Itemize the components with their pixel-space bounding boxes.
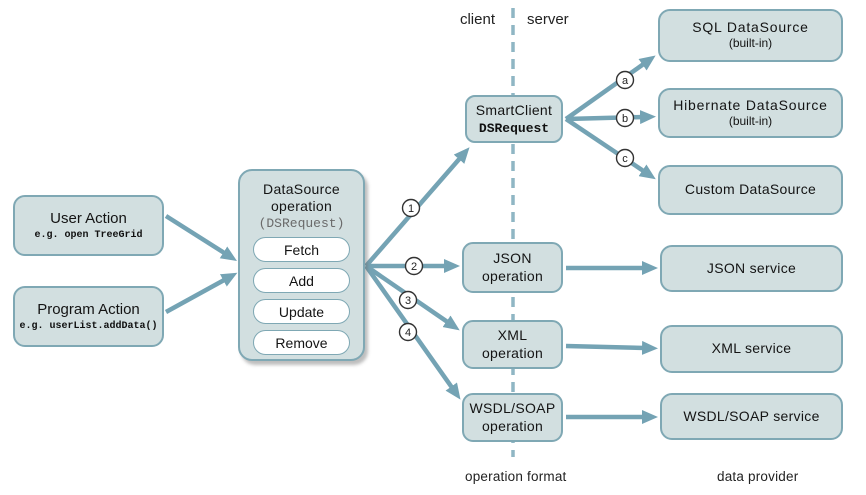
node-hibernate-datasource: Hibernate DataSource (built-in) — [658, 88, 843, 138]
node-code: DSRequest — [478, 120, 550, 136]
node-title: Custom DataSource — [684, 181, 817, 198]
node-title: JSON service — [706, 259, 797, 276]
node-wsdl-operation: WSDL/SOAP operation — [462, 393, 563, 442]
arrow-a-smartclient-to-sql — [564, 55, 656, 121]
node-example-code: e.g. userList.addData() — [19, 321, 158, 332]
badge-3-label: 3 — [405, 295, 411, 307]
node-title: Hibernate DataSource — [673, 96, 828, 113]
badge-b-circle — [615, 108, 635, 128]
node-subtitle: (built-in) — [728, 113, 773, 128]
operation-pill-add: Add — [253, 268, 350, 294]
badge-2-circle — [404, 256, 424, 276]
node-title: XML service — [711, 340, 792, 357]
node-code: (DSRequest) — [258, 216, 345, 232]
arrow-xml-operation-to-service — [565, 340, 658, 355]
badge-4-circle — [398, 322, 418, 342]
badge-1-circle — [401, 198, 421, 218]
node-title: JSON operation — [481, 250, 544, 284]
node-smartclient-dsrequest: SmartClient DSRequest — [465, 95, 563, 143]
badge-1-label: 1 — [408, 203, 414, 215]
node-json-operation: JSON operation — [462, 242, 563, 293]
node-title: SQL DataSource — [692, 19, 809, 36]
node-title: XML operation — [481, 327, 544, 361]
node-title: DataSource operation — [263, 181, 340, 215]
badge-2-label: 2 — [411, 261, 417, 273]
badge-c-label: c — [622, 153, 628, 165]
node-user-action: User Action e.g. open TreeGrid — [13, 195, 164, 256]
server-label: server — [527, 11, 569, 28]
node-custom-datasource: Custom DataSource — [658, 165, 843, 215]
badge-c-circle — [615, 148, 635, 168]
badge-3-circle — [398, 290, 418, 310]
operation-pill-fetch: Fetch — [253, 237, 350, 263]
node-xml-service: XML service — [660, 325, 843, 373]
arrow-user-action-to-datasource — [164, 214, 237, 261]
node-wsdl-service: WSDL/SOAP service — [660, 393, 843, 440]
node-xml-operation: XML operation — [462, 320, 563, 369]
badge-a-circle — [615, 70, 635, 90]
node-datasource-operation: DataSource operation (DSRequest) Fetch A… — [238, 169, 365, 361]
operation-pill-update: Update — [253, 299, 350, 325]
node-json-service: JSON service — [660, 245, 843, 292]
node-title: Program Action — [37, 301, 140, 318]
operation-pill-remove: Remove — [253, 330, 350, 356]
operation-format-label: operation format — [465, 469, 567, 484]
node-title: User Action — [50, 210, 127, 227]
data-provider-label: data provider — [717, 469, 799, 484]
node-title: SmartClient — [475, 102, 553, 119]
arrow-c-smartclient-to-custom — [564, 117, 656, 180]
client-label: client — [459, 11, 495, 28]
node-example-code: e.g. open TreeGrid — [34, 230, 143, 241]
badge-b-label: b — [622, 113, 628, 125]
node-sql-datasource: SQL DataSource (built-in) — [658, 9, 843, 62]
arrow-program-action-to-datasource — [164, 272, 238, 314]
node-program-action: Program Action e.g. userList.addData() — [13, 286, 164, 347]
node-title: WSDL/SOAP service — [683, 407, 820, 424]
node-title: WSDL/SOAP operation — [469, 400, 556, 434]
node-subtitle: (built-in) — [728, 36, 773, 51]
badge-4-label: 4 — [405, 327, 411, 339]
badge-a-label: a — [622, 75, 629, 87]
